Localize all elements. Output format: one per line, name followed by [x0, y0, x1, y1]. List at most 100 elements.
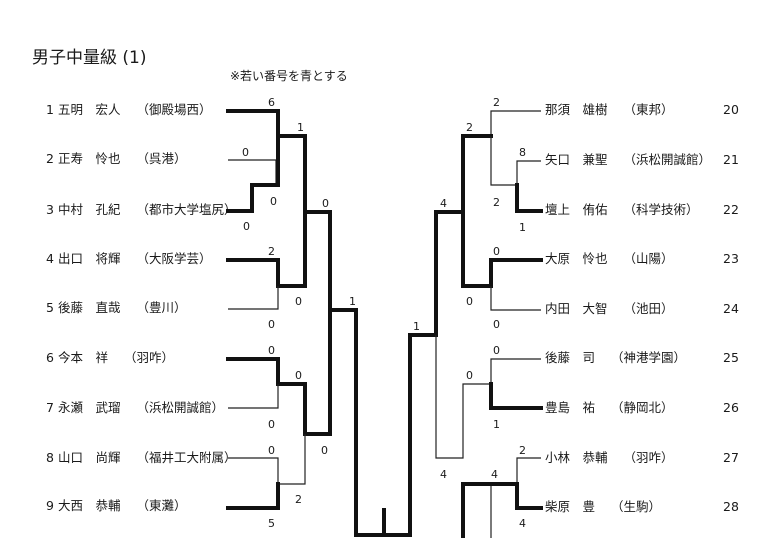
player-entry: 7 永瀬 武瑠 （浜松開誠館） — [46, 400, 224, 415]
score: 0 — [295, 369, 302, 382]
player-number: 27 — [723, 450, 739, 465]
player-name: 後藤 司 — [545, 350, 596, 365]
score: 2 — [519, 444, 526, 457]
player-school: （福井工大附属） — [136, 450, 237, 465]
score: 2 — [295, 493, 302, 506]
player-entry: 柴原 豊 （生駒） — [545, 499, 661, 514]
score: 1 — [413, 320, 420, 333]
player-number: 7 — [46, 400, 54, 415]
player-number: 20 — [723, 102, 739, 117]
player-number: 21 — [723, 152, 739, 167]
bracket-line — [226, 134, 280, 213]
score: 6 — [268, 96, 275, 109]
player-number: 5 — [46, 300, 54, 315]
player-number: 25 — [723, 350, 739, 365]
player-entry: 9 大西 恭輔 （東灘） — [46, 498, 186, 513]
player-number: 23 — [723, 251, 739, 266]
bracket-line — [226, 482, 280, 510]
score: 5 — [268, 517, 275, 530]
player-school: （豊川） — [136, 300, 187, 315]
bracket-line — [228, 384, 279, 409]
player-school: （羽咋） — [123, 350, 174, 365]
player-entry: 3 中村 孔紀 （都市大学塩尻） — [46, 202, 236, 217]
player-name: 内田 大智 — [545, 301, 608, 316]
player-name: 山口 尚輝 — [57, 450, 121, 465]
score: 0 — [270, 195, 277, 208]
player-entry: 8 山口 尚輝 （福井工大附属） — [46, 450, 237, 465]
player-school: （呉港） — [136, 151, 187, 166]
bracket-line — [226, 210, 307, 288]
player-name: 今本 祥 — [57, 350, 108, 365]
player-name: 小林 恭輔 — [545, 450, 608, 465]
player-name: 五明 宏人 — [57, 102, 121, 117]
score: 0 — [268, 318, 275, 331]
score: 0 — [268, 418, 275, 431]
score: 1 — [297, 121, 304, 134]
bracket-line — [228, 159, 277, 186]
player-number: 2 — [46, 151, 54, 166]
player-entry: 矢口 兼聖 （浜松開誠館） — [545, 152, 712, 167]
player-number: 22 — [723, 202, 739, 217]
player-school: （池田） — [623, 301, 674, 316]
bracket-line — [490, 136, 541, 186]
player-entry: 内田 大智 （池田） — [545, 301, 674, 316]
player-school: （科学技術） — [623, 202, 699, 217]
score: 0 — [493, 245, 500, 258]
player-name: 那須 雄樹 — [545, 102, 608, 117]
score: 0 — [268, 344, 275, 357]
player-school: （大阪学芸） — [136, 251, 212, 266]
player-name: 柴原 豊 — [545, 499, 596, 514]
player-entry: 6 今本 祥 （羽咋） — [46, 350, 174, 365]
score: 4 — [491, 468, 498, 481]
bracket-line — [228, 434, 306, 485]
score: 0 — [243, 220, 250, 233]
player-school: （浜松開誠館） — [136, 400, 224, 415]
player-number: 3 — [46, 202, 54, 217]
player-entry: 後藤 司 （神港学園） — [545, 350, 686, 365]
bracket-line — [226, 308, 332, 436]
player-school: （御殿場西） — [136, 102, 212, 117]
player-entry: 大原 怜也 （山陽） — [545, 251, 674, 266]
bracket-line — [490, 110, 541, 136]
bracket-line — [435, 335, 541, 459]
player-entry: 4 出口 将輝 （大阪学芸） — [46, 251, 212, 266]
player-school: （静岡北） — [611, 400, 674, 415]
player-number: 9 — [46, 498, 54, 513]
player-entry: 那須 雄樹 （東邦） — [545, 102, 674, 117]
score: 2 — [493, 96, 500, 109]
score: 0 — [242, 146, 249, 159]
player-school: （山陽） — [623, 251, 674, 266]
score: 0 — [466, 369, 473, 382]
player-entry: 1 五明 宏人 （御殿場西） — [46, 102, 212, 117]
bracket-line — [228, 286, 279, 310]
player-name: 永瀬 武瑠 — [57, 400, 121, 415]
score: 0 — [295, 295, 302, 308]
score: 0 — [493, 318, 500, 331]
bracket-line — [489, 382, 543, 410]
score: 0 — [322, 197, 329, 210]
player-number: 26 — [723, 400, 739, 415]
score: 0 — [493, 344, 500, 357]
player-name: 出口 将輝 — [57, 251, 121, 266]
player-number: 28 — [723, 499, 739, 514]
score: 4 — [519, 517, 526, 530]
player-number: 8 — [46, 450, 54, 465]
player-name: 後藤 直哉 — [57, 300, 121, 315]
score: 4 — [440, 468, 447, 481]
bracket-line — [490, 286, 541, 311]
right-bracket — [382, 110, 543, 538]
bracket-line — [382, 134, 493, 537]
player-name: 豊島 祐 — [545, 400, 596, 415]
player-name: 大原 怜也 — [545, 251, 608, 266]
player-school: （東邦） — [623, 102, 674, 117]
score: 1 — [349, 295, 356, 308]
bracket-note: ※若い番号を青とする — [230, 69, 348, 83]
player-name: 矢口 兼聖 — [545, 152, 608, 167]
score: 8 — [519, 146, 526, 159]
player-school: （浜松開誠館） — [623, 152, 712, 167]
bracket-line — [515, 183, 543, 213]
player-entry: 5 後藤 直哉 （豊川） — [46, 300, 187, 315]
bracket-line — [226, 109, 386, 537]
